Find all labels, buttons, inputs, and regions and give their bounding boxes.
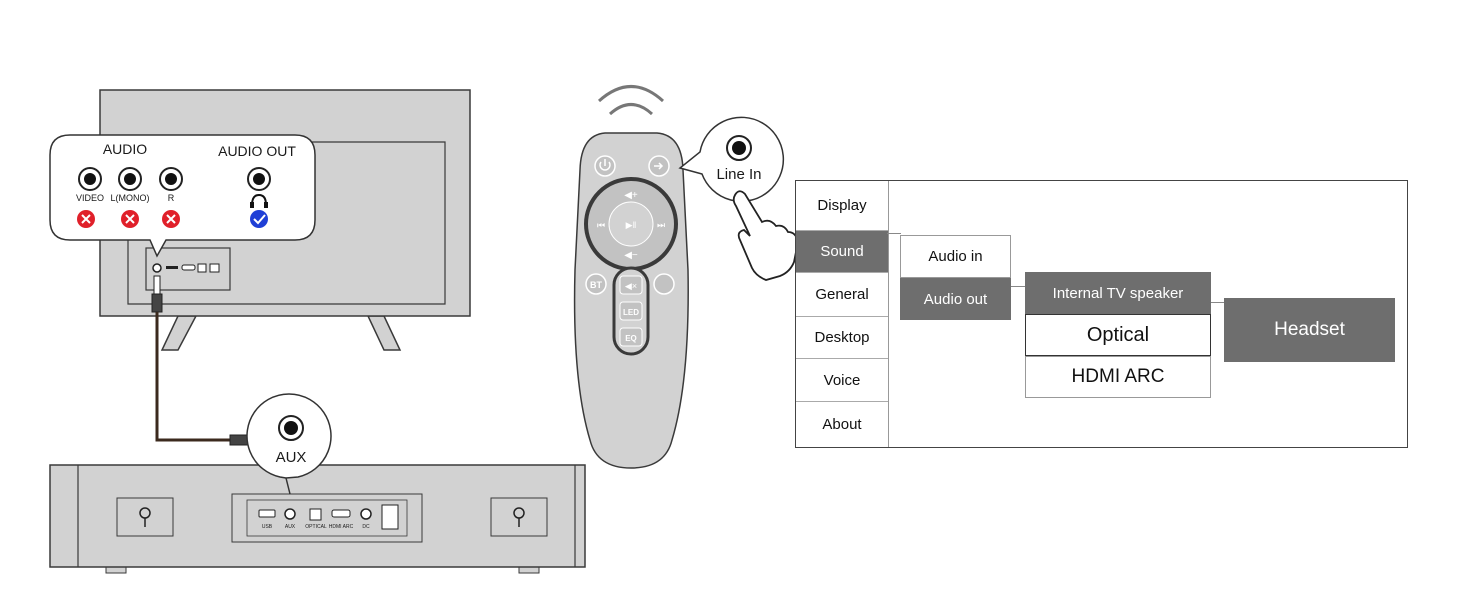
volume-down-icon[interactable]: ◀−: [624, 250, 638, 261]
l-mono-jack: [118, 167, 142, 191]
input-icon: [654, 162, 664, 170]
tv-audio-callout: AUDIO AUDIO OUT VIDEO L(MONO) R: [49, 134, 316, 258]
optical-port: [309, 508, 322, 521]
dc-port: [360, 508, 372, 520]
port-label-hdmi-arc: HDMI ARC: [329, 524, 354, 530]
tv-hdmi-port: [181, 264, 196, 271]
submenu-audio-in[interactable]: Audio in: [900, 235, 1011, 278]
aux-label: AUX: [276, 449, 307, 466]
audio-out-jack: [247, 167, 271, 191]
svg-text:LED: LED: [623, 308, 639, 317]
connector-line: [1211, 302, 1225, 303]
port-label-optical: OPTICAL: [305, 524, 327, 530]
power-button[interactable]: [594, 155, 616, 177]
menu-item-general[interactable]: General: [796, 273, 888, 317]
port-label-video: VIDEO: [76, 193, 104, 203]
input-button[interactable]: [648, 155, 670, 177]
menu-item-sound[interactable]: Sound: [796, 231, 888, 273]
wall-mount-slot-left: [116, 497, 174, 537]
menu-item-voice[interactable]: Voice: [796, 359, 888, 402]
cross-icon: [162, 210, 180, 228]
port-label-r: R: [168, 193, 175, 203]
svg-text:EQ: EQ: [625, 334, 637, 343]
connector-line: [1011, 286, 1026, 287]
pointing-hand-icon: [732, 190, 799, 281]
cross-icon: [77, 210, 95, 228]
led-button[interactable]: LED: [619, 301, 643, 321]
line-in-label: Line In: [716, 166, 761, 183]
tv-stand-right: [366, 315, 402, 351]
previous-icon[interactable]: ⏮: [597, 220, 605, 230]
port-label-lmono: L(MONO): [111, 193, 150, 203]
blank-button[interactable]: [653, 273, 675, 295]
check-icon: [250, 210, 268, 228]
tv-dc-port: [209, 263, 220, 273]
power-switch: [381, 504, 399, 530]
option-optical[interactable]: Optical: [1025, 314, 1211, 356]
connector-line: [887, 233, 901, 234]
tv-headphone-port: [152, 263, 162, 273]
callout-bubble: [49, 134, 316, 258]
svg-text:BT: BT: [590, 280, 602, 290]
tv-stand-left: [160, 315, 198, 351]
mute-button[interactable]: ◀×: [619, 275, 643, 295]
option-headset[interactable]: Headset: [1224, 298, 1395, 362]
dpad[interactable]: ◀+ ◀− ⏮ ⏭ ▶‖: [584, 177, 678, 271]
wall-mount-slot-right: [490, 497, 548, 537]
cross-icon: [121, 210, 139, 228]
menu-sidebar: Display Sound General Desktop Voice Abou…: [796, 181, 889, 447]
tv-port-slot: [166, 266, 178, 269]
audio-label: AUDIO: [103, 141, 147, 157]
port-label-dc: DC: [362, 524, 370, 530]
video-jack: [78, 167, 102, 191]
soundbar: USB AUX OPTICAL HDMI ARC DC: [49, 464, 586, 574]
hdmi-arc-port: [331, 509, 351, 518]
next-icon[interactable]: ⏭: [657, 220, 665, 230]
line-in-callout: Line In: [678, 116, 785, 202]
power-icon: [599, 161, 611, 171]
tv-inner-frame: [127, 141, 446, 305]
signal-waves-icon: [597, 85, 665, 116]
menu-item-display[interactable]: Display: [796, 181, 888, 231]
aux-port: [284, 508, 296, 520]
menu-item-about[interactable]: About: [822, 416, 862, 433]
remote-control: ◀+ ◀− ⏮ ⏭ ▶‖ BT ◀× LED EQ: [573, 85, 689, 469]
bt-button[interactable]: BT: [585, 273, 607, 295]
option-internal-tv-speaker[interactable]: Internal TV speaker: [1025, 272, 1211, 314]
headphone-icon: [250, 193, 268, 208]
menu-item-desktop[interactable]: Desktop: [796, 317, 888, 359]
tv-optical-port: [197, 263, 207, 273]
r-jack: [159, 167, 183, 191]
port-label-aux: AUX: [285, 524, 296, 530]
play-pause-icon[interactable]: ▶‖: [626, 220, 637, 230]
aux-callout: AUX: [246, 393, 332, 495]
submenu-audio-out[interactable]: Audio out: [900, 278, 1011, 320]
line-in-callout-bubble: [678, 116, 785, 202]
port-label-usb: USB: [262, 524, 273, 530]
mute-icon: ◀×: [625, 281, 637, 291]
audio-out-label: AUDIO OUT: [218, 143, 296, 159]
usb-port: [258, 509, 276, 518]
eq-button[interactable]: EQ: [619, 327, 643, 347]
volume-up-icon[interactable]: ◀+: [624, 190, 638, 201]
option-hdmi-arc[interactable]: HDMI ARC: [1025, 356, 1211, 398]
